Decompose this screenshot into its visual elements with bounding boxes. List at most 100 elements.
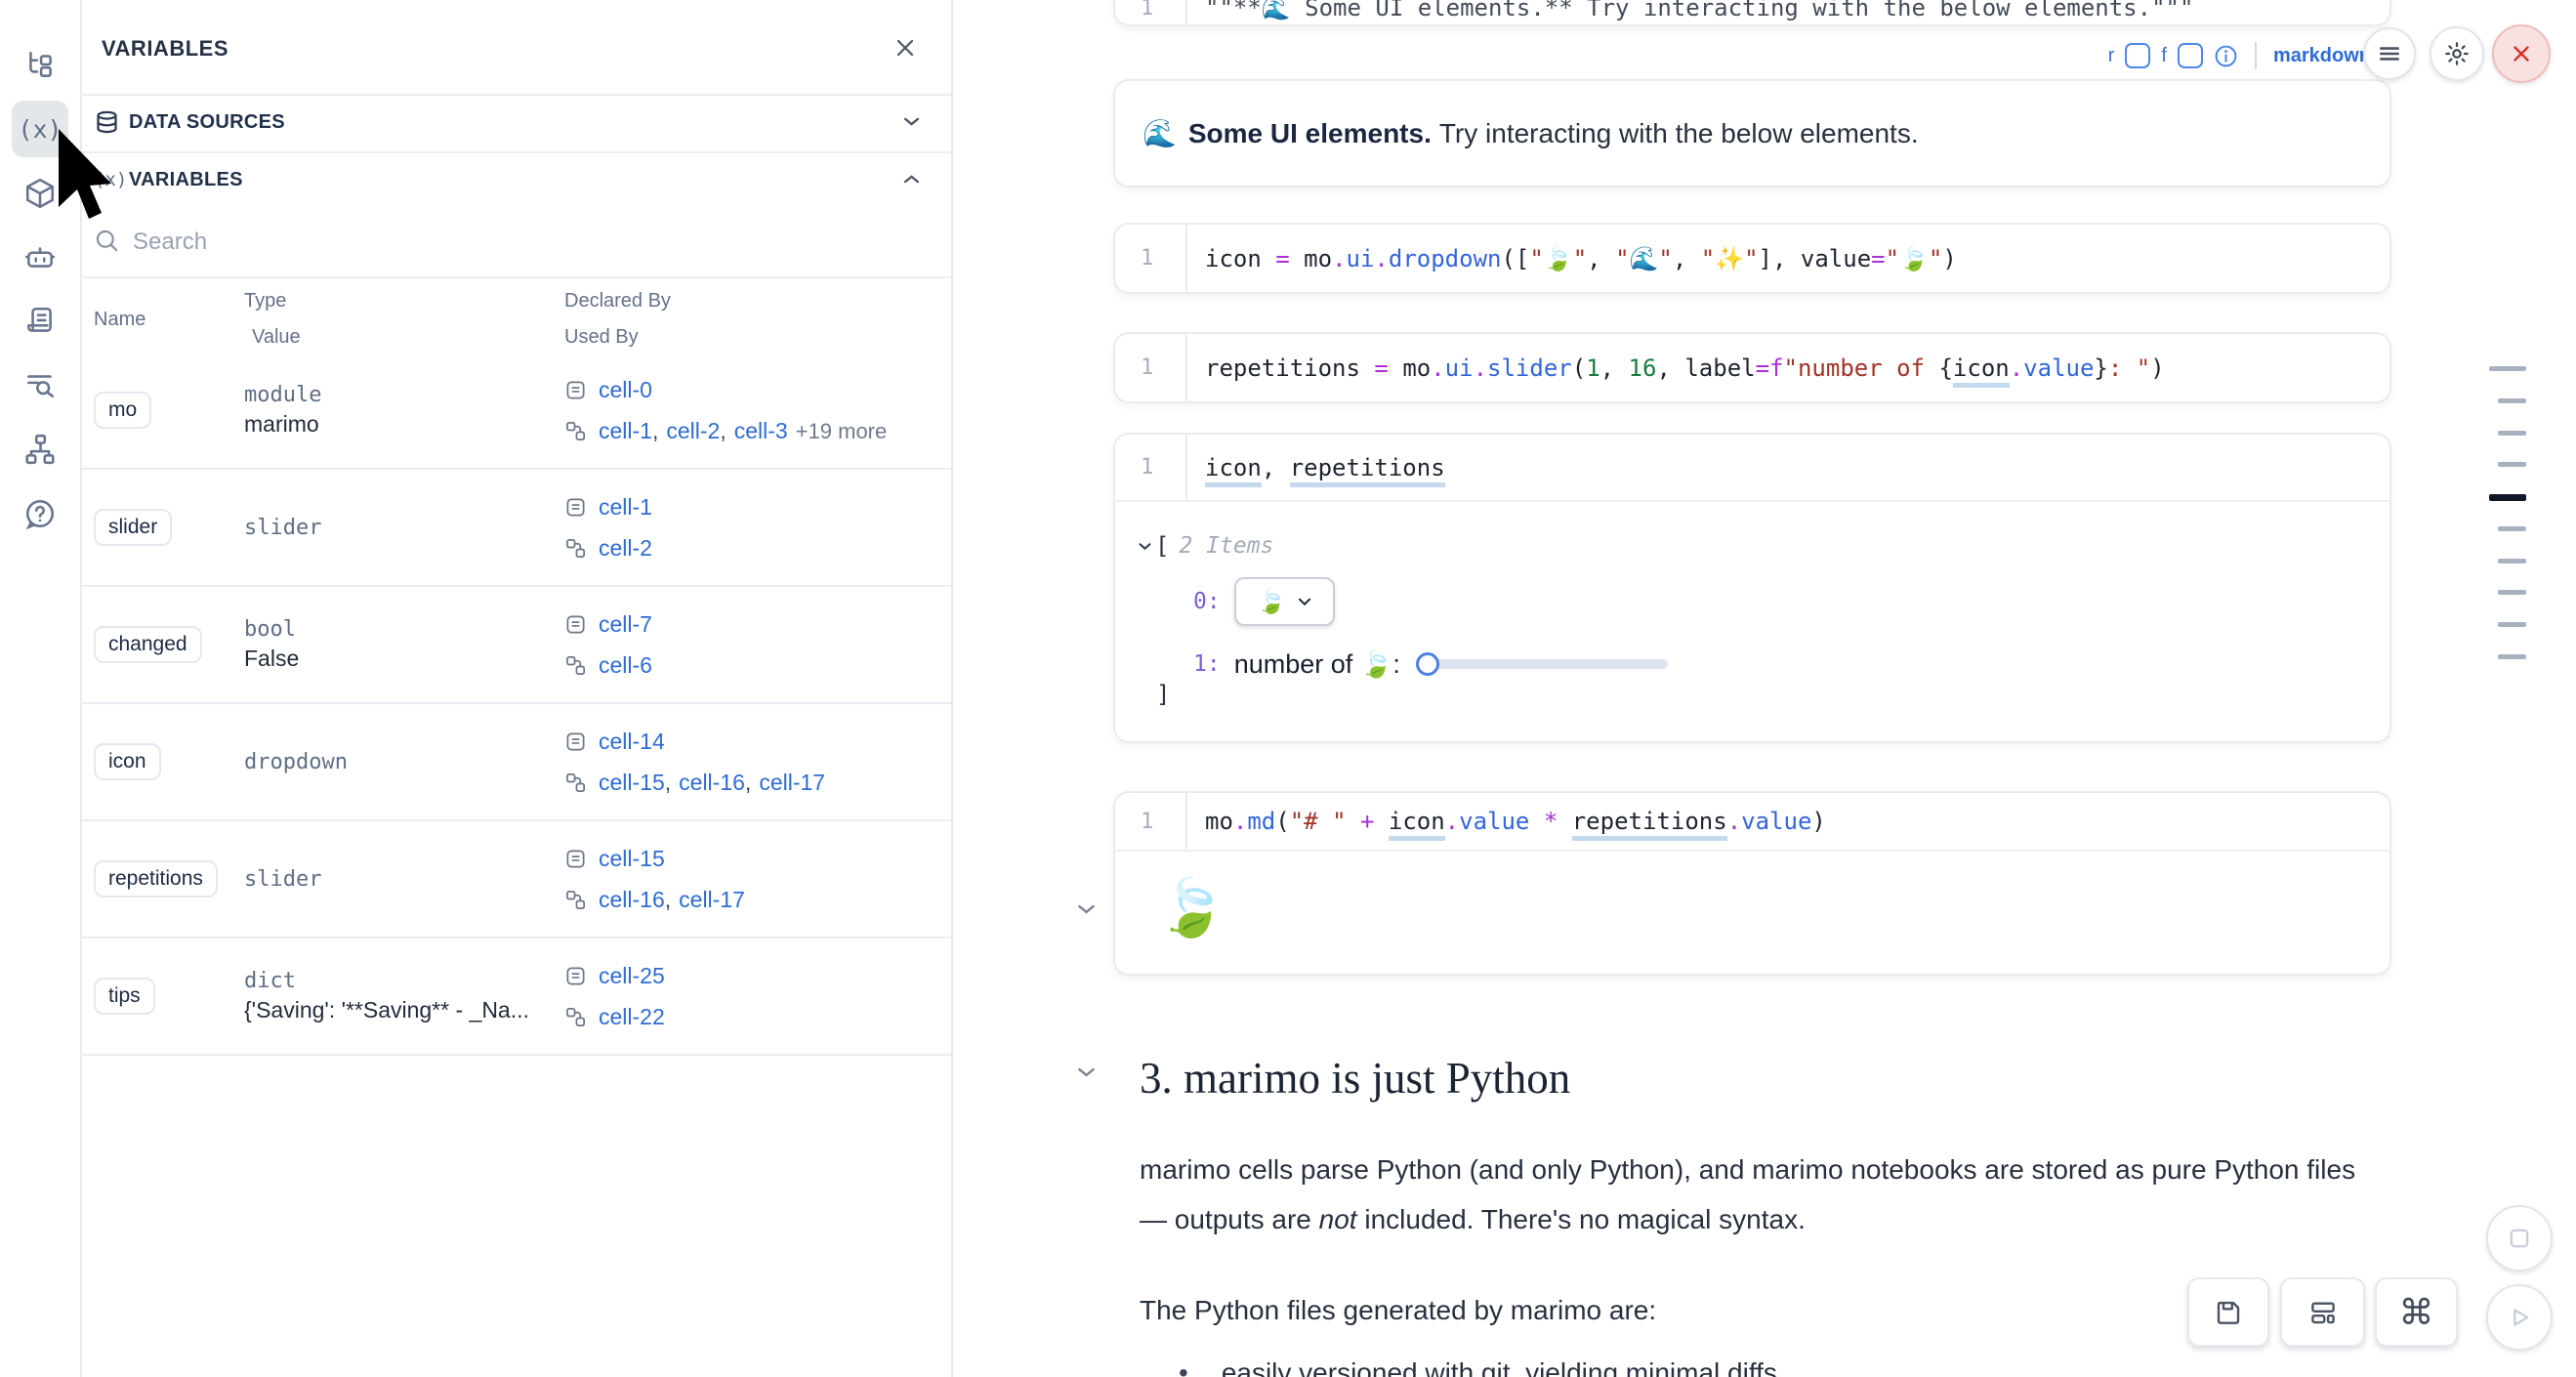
cell-code-md[interactable]: 1 mo.md("# " + icon.value * repetitions.… bbox=[1113, 791, 2391, 976]
declared-by-icon bbox=[564, 848, 587, 870]
section-variables[interactable]: (x) VARIABLES bbox=[80, 152, 951, 209]
dependency-graph-icon bbox=[23, 433, 57, 466]
cell-toggle-r[interactable] bbox=[2125, 43, 2151, 68]
cell-code-dropdown[interactable]: 1 icon = mo.ui.dropdown(["🍃", "🌊", "✨"],… bbox=[1113, 223, 2391, 294]
stop-button[interactable] bbox=[2486, 1205, 2553, 1272]
collapse-section-chevron[interactable] bbox=[1077, 1066, 1096, 1078]
gear-icon bbox=[2445, 42, 2469, 65]
cell-links: cell-14 bbox=[599, 729, 665, 755]
icon-dropdown[interactable]: 🍃 bbox=[1233, 577, 1335, 626]
variable-name-badge[interactable]: mo bbox=[94, 392, 152, 429]
minimap-mark[interactable] bbox=[2489, 366, 2526, 371]
cell-link[interactable]: cell-16 bbox=[599, 886, 665, 912]
type-value-cell: dropdown bbox=[244, 750, 564, 774]
cell-code-slider[interactable]: 1 repetitions = mo.ui.slider(1, 16, labe… bbox=[1113, 332, 2391, 403]
search-input[interactable] bbox=[131, 222, 818, 263]
dropdown-value: 🍃 bbox=[1257, 588, 1287, 615]
command-palette-button[interactable]: ⌘ bbox=[2375, 1277, 2458, 1347]
cell-link[interactable]: cell-2 bbox=[666, 417, 721, 443]
code-line[interactable]: mo.md("# " + icon.value * repetitions.va… bbox=[1187, 808, 1826, 841]
repetitions-slider[interactable] bbox=[1415, 651, 1668, 677]
minimap-mark[interactable] bbox=[2498, 462, 2526, 467]
notebook-menu-button[interactable] bbox=[2363, 27, 2416, 80]
cell-link[interactable]: cell-16 bbox=[679, 769, 745, 795]
paragraph: marimo cells parse Python (and only Pyth… bbox=[1140, 1154, 2356, 1234]
close-icon bbox=[2514, 46, 2529, 62]
ref-line: cell-0 bbox=[564, 373, 945, 406]
code-line[interactable]: icon = mo.ui.dropdown(["🍃", "🌊", "✨"], v… bbox=[1205, 244, 1957, 272]
cell-link[interactable]: cell-0 bbox=[599, 376, 652, 402]
cell-link[interactable]: cell-3 bbox=[733, 417, 788, 443]
cell-link[interactable]: cell-7 bbox=[599, 610, 652, 637]
bracket-close: ] bbox=[1156, 681, 1171, 708]
cell-link[interactable]: cell-17 bbox=[679, 886, 745, 912]
variable-type: slider bbox=[244, 515, 322, 540]
database-icon bbox=[94, 109, 120, 136]
cell-link[interactable]: cell-17 bbox=[759, 769, 826, 795]
variable-name-badge[interactable]: slider bbox=[94, 509, 173, 546]
close-icon bbox=[896, 39, 914, 57]
divider bbox=[80, 94, 951, 96]
variable-name-badge[interactable]: tips bbox=[94, 978, 155, 1015]
tree-output-header[interactable]: [ 2 Items bbox=[1139, 532, 1273, 560]
sidebar-item-snippets[interactable] bbox=[12, 293, 68, 350]
minimap-mark[interactable] bbox=[2498, 654, 2526, 659]
run-button[interactable] bbox=[2486, 1284, 2553, 1351]
shutdown-button[interactable] bbox=[2492, 24, 2551, 83]
close-panel-button[interactable] bbox=[891, 33, 920, 63]
minimap-mark[interactable] bbox=[2498, 398, 2526, 403]
slider-track[interactable] bbox=[1415, 659, 1668, 669]
sidebar-item-file-tree[interactable] bbox=[12, 36, 68, 93]
variable-name-badge[interactable]: changed bbox=[94, 626, 202, 663]
cell-link[interactable]: cell-1 bbox=[599, 417, 652, 443]
line-number: 1 bbox=[1141, 246, 1154, 271]
cell-link[interactable]: cell-15 bbox=[599, 769, 665, 795]
minimap-mark[interactable] bbox=[2498, 559, 2526, 563]
variables-icon: (x) bbox=[94, 169, 128, 190]
cell-link[interactable]: cell-2 bbox=[599, 534, 652, 561]
package-cube-icon bbox=[23, 177, 57, 210]
ref-line: cell-15 bbox=[564, 842, 945, 875]
code-line[interactable]: repetitions = mo.ui.slider(1, 16, label=… bbox=[1187, 354, 2165, 388]
cell-link[interactable]: cell-6 bbox=[599, 651, 652, 678]
code-line[interactable]: icon, repetitions bbox=[1187, 453, 1445, 487]
cell-link[interactable]: cell-1 bbox=[599, 493, 652, 520]
cell-toggle-f[interactable] bbox=[2177, 43, 2203, 68]
cell-markdown-source[interactable]: 1 ""**🌊 Some UI elements.** Try interact… bbox=[1113, 0, 2391, 26]
minimap-mark[interactable] bbox=[2498, 431, 2526, 436]
variable-name-badge[interactable]: repetitions bbox=[94, 860, 218, 897]
info-icon[interactable] bbox=[2214, 44, 2238, 68]
minimap-mark[interactable] bbox=[2498, 590, 2526, 595]
cell-link[interactable]: cell-25 bbox=[599, 962, 665, 988]
ref-line: cell-14 bbox=[564, 725, 945, 758]
cell-markdown-output[interactable]: 🌊 Some UI elements. Try interacting with… bbox=[1113, 79, 2391, 188]
settings-button[interactable] bbox=[2430, 26, 2484, 81]
minimap-mark[interactable] bbox=[2489, 494, 2526, 501]
minimap-mark[interactable] bbox=[2498, 622, 2526, 627]
save-button[interactable] bbox=[2187, 1277, 2269, 1347]
sidebar-item-logs[interactable] bbox=[12, 356, 68, 413]
layout-button[interactable] bbox=[2280, 1277, 2365, 1347]
code-line: ""**🌊 Some UI elements.** Try interactin… bbox=[1205, 0, 2194, 21]
language-toggle[interactable]: markdown bbox=[2272, 44, 2371, 66]
cell-link[interactable]: cell-15 bbox=[599, 845, 665, 871]
sidebar-item-packages[interactable] bbox=[12, 165, 68, 222]
sidebar-item-help[interactable] bbox=[12, 485, 68, 542]
cell-code-tuple[interactable]: 1 icon, repetitions [ 2 Items 0: 🍃 1: nu… bbox=[1113, 433, 2391, 743]
line-number: 1 bbox=[1141, 809, 1154, 834]
sidebar-item-variables[interactable]: (x) bbox=[12, 101, 68, 157]
md-bold-text: Some UI elements. bbox=[1187, 117, 1432, 148]
section-data-sources[interactable]: DATA SOURCES bbox=[80, 95, 951, 151]
sidebar-item-dependencies[interactable] bbox=[12, 421, 68, 478]
cell-link[interactable]: cell-22 bbox=[599, 1003, 665, 1029]
cell-link[interactable]: cell-14 bbox=[599, 728, 665, 754]
collapse-output-chevron[interactable] bbox=[1077, 903, 1096, 915]
slider-thumb[interactable] bbox=[1415, 652, 1439, 676]
ai-robot-icon bbox=[23, 240, 57, 273]
minimap-mark[interactable] bbox=[2498, 526, 2526, 531]
sidebar-item-ai[interactable] bbox=[12, 229, 68, 285]
cell-links: cell-25 bbox=[599, 963, 665, 989]
variable-name-badge[interactable]: icon bbox=[94, 743, 161, 780]
